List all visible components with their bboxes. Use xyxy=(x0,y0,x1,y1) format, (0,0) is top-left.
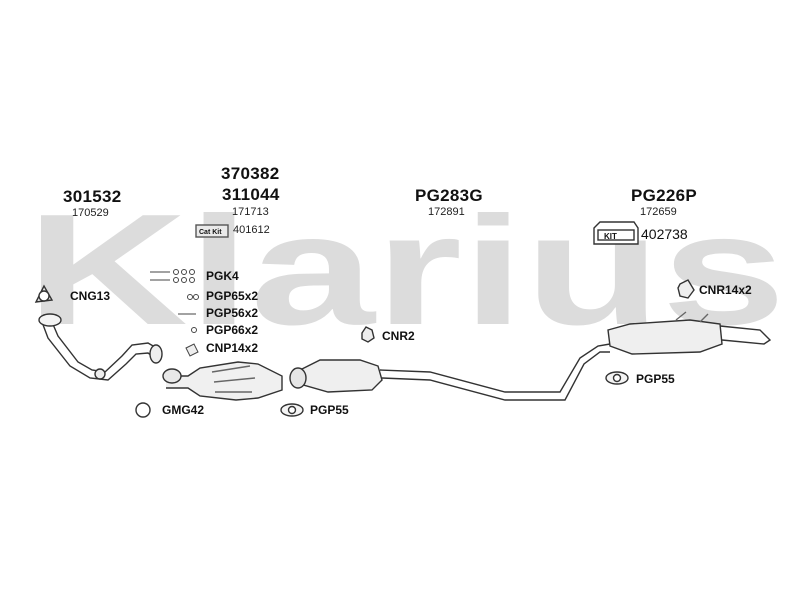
kit-badge-icon xyxy=(593,221,639,245)
fitting-pgp55-mid-label: PGP55 xyxy=(310,403,349,417)
center-sub-number: 172891 xyxy=(428,206,465,218)
rear-sub-number: 172659 xyxy=(640,206,677,218)
front-pipe-part-number: 301532 xyxy=(63,187,122,206)
cnr14x2-clamp-icon xyxy=(677,279,695,299)
hardware-icons xyxy=(150,269,199,357)
kit-number: 402738 xyxy=(641,226,688,242)
fitting-pgp66x2-label: PGP66x2 xyxy=(206,323,259,337)
fitting-pgp55-rear-label: PGP55 xyxy=(636,372,675,386)
fitting-gmg42-label: GMG42 xyxy=(162,403,205,417)
gmg42-ring-icon xyxy=(135,402,151,418)
catalyst-sub-number: 171713 xyxy=(232,206,269,218)
fitting-cnr14x2-label: CNR14x2 xyxy=(699,283,752,297)
kit-badge-label: KIT xyxy=(604,232,617,241)
catalytic-converter xyxy=(162,361,283,401)
center-part-number: PG283G xyxy=(415,186,483,205)
fitting-cng13-label: CNG13 xyxy=(70,289,111,303)
rear-part-number: PG226P xyxy=(631,186,698,205)
fitting-cnp14x2-label: CNP14x2 xyxy=(206,341,259,355)
rear-silencer xyxy=(607,311,772,355)
cng13-gasket-icon xyxy=(34,284,54,303)
catalyst-part-number-b: 311044 xyxy=(222,185,280,204)
front-pipe-sub-number: 170529 xyxy=(72,207,109,219)
cnr2-clamp-icon xyxy=(361,326,375,343)
cat-kit-number: 401612 xyxy=(233,224,270,236)
fitting-pgk4-label: PGK4 xyxy=(206,269,239,283)
pgp55-mid-flange-icon xyxy=(280,403,304,417)
front-pipe xyxy=(38,313,163,381)
cat-kit-badge-label: Cat Kit xyxy=(199,229,222,236)
pgp55-rear-flange-icon xyxy=(605,371,629,385)
fitting-pgp65x2-label: PGP65x2 xyxy=(206,289,259,303)
fitting-pgp56x2-label: PGP56x2 xyxy=(206,306,259,320)
fitting-cnr2-label: CNR2 xyxy=(382,329,415,343)
catalyst-part-number-a: 370382 xyxy=(221,164,280,183)
cat-kit-badge-icon xyxy=(195,224,229,238)
center-silencer xyxy=(289,343,611,401)
